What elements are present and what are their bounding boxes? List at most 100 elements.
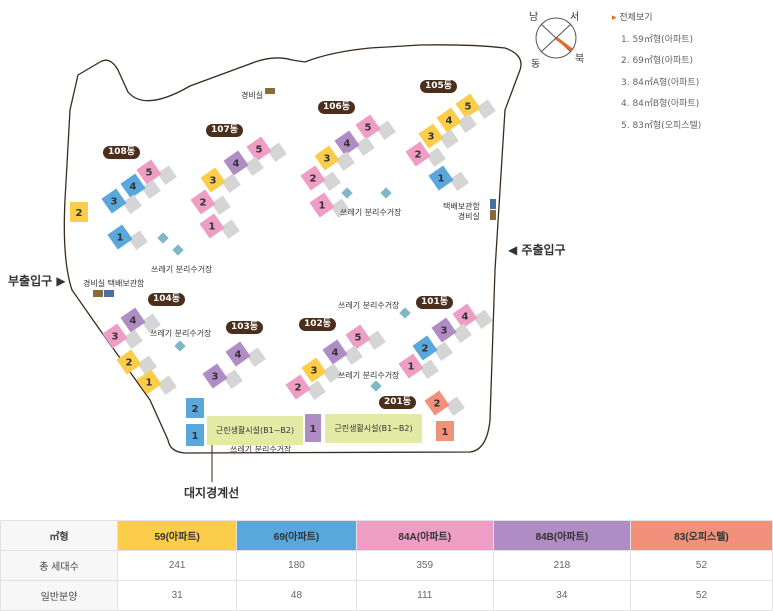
- building-105-label[interactable]: 105동: [420, 80, 458, 93]
- unit-block-t59-3[interactable]: 3: [314, 139, 355, 179]
- unit-block-t84a-4[interactable]: 4: [452, 297, 493, 337]
- svg-text:1: 1: [209, 222, 216, 233]
- unit-block-t69-2: [186, 398, 204, 418]
- trash-label-2: 쓰레기 분리수거장: [151, 265, 213, 274]
- main-entrance-label: ◀ 주출입구: [508, 243, 566, 257]
- unit-block-t69-3[interactable]: 3: [101, 182, 142, 222]
- guard-house-marker: [265, 88, 275, 94]
- unit-block-t83-2[interactable]: 2: [424, 384, 465, 424]
- table-cell: 180: [236, 550, 357, 581]
- unit-block-t59-2[interactable]: 2: [116, 343, 157, 383]
- legend-item-84a[interactable]: 3. 84㎡A형(아파트): [621, 77, 700, 88]
- unit-block-t84b-4[interactable]: 4: [225, 335, 266, 375]
- svg-text:4: 4: [344, 139, 351, 150]
- legend-item-84b[interactable]: 4. 84㎡B형(아파트): [621, 99, 700, 109]
- facility-left[interactable]: 근린생활시설(B1~B2): [207, 416, 303, 445]
- building-108-label[interactable]: 108동: [103, 146, 141, 159]
- legend-item-69[interactable]: 2. 69㎡형(아파트): [621, 56, 694, 66]
- unit-block-t59-3[interactable]: 3: [418, 117, 459, 157]
- svg-text:2: 2: [422, 344, 429, 355]
- unit-block-t84a-1[interactable]: 1: [199, 207, 240, 247]
- table-cell: 52: [629, 550, 773, 581]
- recycling-area: [370, 380, 382, 392]
- svg-text:5: 5: [256, 145, 263, 156]
- building-101-label[interactable]: 101동: [416, 296, 454, 309]
- unit-block-t59-4[interactable]: 4: [436, 101, 477, 141]
- table-row: 일반분양 31 48 111 34 52: [0, 580, 773, 611]
- table-cell: 31: [116, 580, 238, 611]
- unit-block-t84b-4[interactable]: 4: [334, 124, 375, 164]
- legend-item-83[interactable]: 5. 83㎡형(오피스텔): [621, 120, 702, 131]
- unit-block-t84a-2[interactable]: 2: [190, 183, 231, 223]
- unit-block-t69-1[interactable]: 1: [107, 218, 148, 258]
- unit-block-t84b-3[interactable]: 3: [202, 357, 243, 397]
- parcel-marker-left: [104, 290, 114, 297]
- table-type-84a: 84A(아파트): [355, 520, 494, 551]
- unit-block-t84b-3[interactable]: 3: [431, 311, 472, 351]
- type-legend: 전체보기 1. 59㎡형(아파트) 2. 69㎡형(아파트) 3. 84㎡A형(…: [612, 8, 701, 137]
- guard-marker: [490, 210, 496, 220]
- svg-text:3: 3: [111, 197, 118, 208]
- table-type-83: 83(오피스텔): [629, 520, 773, 551]
- table-cell: 218: [492, 550, 631, 581]
- site-boundary-label: 대지경계선: [184, 486, 240, 500]
- unit-number-label: 1: [442, 427, 449, 438]
- svg-text:3: 3: [441, 326, 448, 337]
- unit-block-t84a-3[interactable]: 3: [102, 317, 143, 357]
- unit-block-t84a-5[interactable]: 5: [355, 108, 396, 148]
- unit-block-t59-5[interactable]: 5: [455, 87, 496, 127]
- table-row-label: 총 세대수: [0, 550, 118, 581]
- unit-block-t84a-2[interactable]: 2: [300, 159, 341, 199]
- guard-house-label: 경비실: [241, 91, 264, 100]
- facility-right[interactable]: 근린생활시설(B1~B2): [325, 414, 422, 443]
- svg-text:2: 2: [434, 399, 441, 410]
- unit-block-t84a-5[interactable]: 5: [246, 130, 287, 170]
- facility-right-label: 근린생활시설(B1~B2): [334, 424, 413, 433]
- unit-block-t84b-4[interactable]: 4: [120, 301, 161, 341]
- svg-text:3: 3: [212, 372, 219, 383]
- guard-marker-left: [93, 290, 103, 297]
- building-104-label[interactable]: 104동: [148, 293, 186, 306]
- unit-block-t84b-1: [305, 414, 321, 442]
- svg-text:1: 1: [117, 233, 124, 244]
- unit-block-t84a-1[interactable]: 1: [398, 347, 439, 387]
- svg-text:3: 3: [210, 176, 217, 187]
- building-201-label[interactable]: 201동: [379, 396, 417, 409]
- table-row-label: 일반분양: [0, 580, 118, 611]
- svg-text:3: 3: [428, 132, 435, 143]
- unit-block-t69-2[interactable]: 2: [412, 329, 453, 369]
- unit-type-table: ㎡형 59(아파트) 69(아파트) 84A(아파트) 84B(아파트) 83(…: [0, 520, 773, 611]
- svg-text:5: 5: [465, 102, 472, 113]
- building-103-label[interactable]: 103동: [226, 321, 264, 334]
- unit-block-t84a-5[interactable]: 5: [345, 318, 386, 358]
- unit-block-t84b-4[interactable]: 4: [223, 144, 264, 184]
- unit-block-t84a-2[interactable]: 2: [405, 135, 446, 175]
- svg-text:4: 4: [332, 348, 339, 359]
- legend-item-59[interactable]: 1. 59㎡형(아파트): [621, 34, 694, 45]
- unit-block-t69-4[interactable]: 4: [120, 167, 161, 207]
- unit-block-t59-1[interactable]: 1: [136, 363, 177, 403]
- svg-text:4: 4: [130, 182, 137, 193]
- unit-block-t59-2: [70, 202, 88, 222]
- svg-text:1: 1: [408, 362, 415, 373]
- unit-block-t84a-2[interactable]: 2: [285, 368, 326, 408]
- unit-block-t59-3[interactable]: 3: [301, 351, 342, 391]
- svg-text:5: 5: [365, 123, 372, 134]
- building-102-label[interactable]: 102동: [299, 318, 337, 331]
- unit-block-t69-1: [186, 424, 204, 446]
- unit-block-t84b-4[interactable]: 4: [322, 333, 363, 373]
- unit-block-t84a-1[interactable]: 1: [309, 186, 350, 226]
- unit-block-t69-1[interactable]: 1: [428, 159, 469, 199]
- compass-south: 남: [529, 12, 539, 23]
- unit-number-label: 1: [192, 431, 199, 442]
- svg-text:4: 4: [462, 312, 469, 323]
- unit-block-t84a-5[interactable]: 5: [136, 153, 177, 193]
- building-107-label[interactable]: 107동: [206, 124, 244, 137]
- unit-number-label: 2: [76, 208, 83, 219]
- unit-block-t59-3[interactable]: 3: [200, 161, 241, 201]
- building-106-label[interactable]: 106동: [318, 101, 356, 114]
- legend-all[interactable]: 전체보기: [612, 8, 701, 30]
- trash-label-3: 쓰레기 분리수거장: [338, 301, 400, 310]
